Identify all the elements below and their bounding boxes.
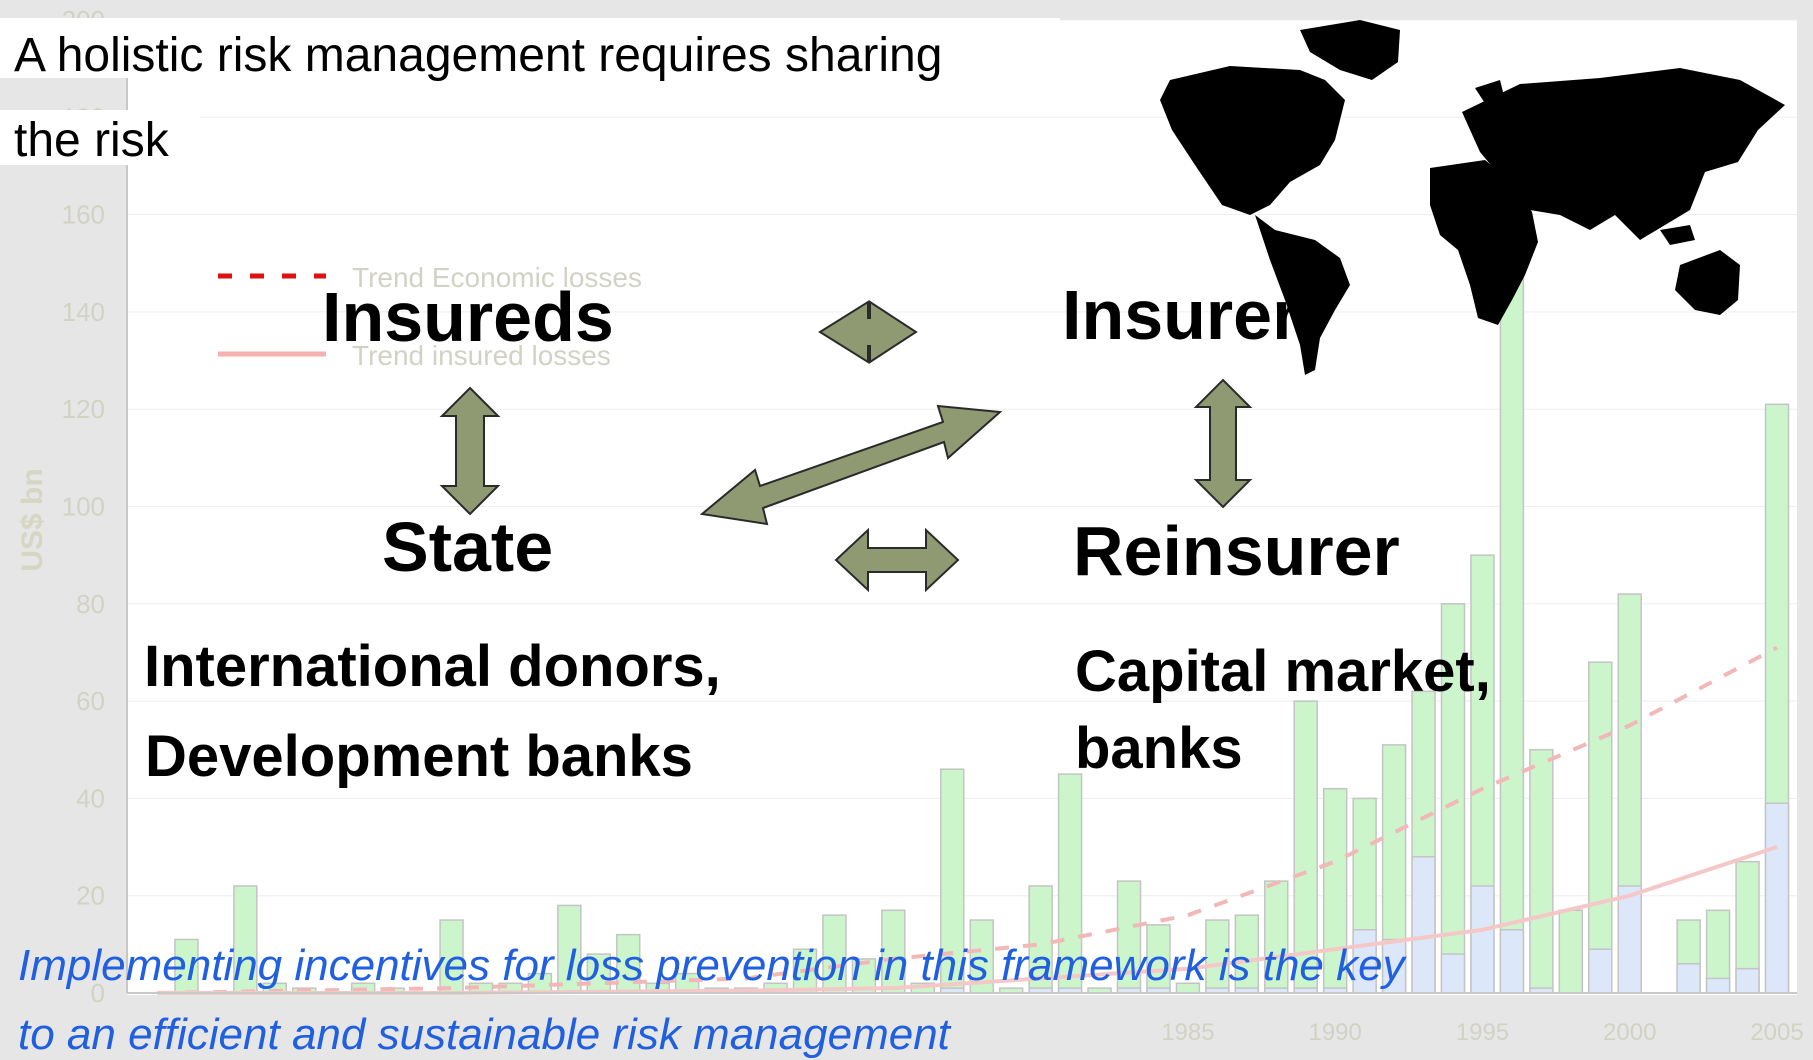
x-tick-label: 1985: [1161, 1019, 1214, 1046]
slide-title-line1: A holistic risk management requires shar…: [14, 29, 943, 82]
y-tick-label: 100: [62, 492, 105, 522]
bar-insured: [1411, 856, 1436, 994]
x-tick-label: 1990: [1308, 1019, 1361, 1046]
bar-economic: [1529, 749, 1554, 994]
y-tick-label: 40: [76, 783, 105, 813]
bar-insured: [1764, 802, 1790, 994]
y-tick-label: 20: [76, 881, 105, 911]
donors-line2: Development banks: [145, 724, 693, 789]
y-axis-label: US$ bn: [16, 468, 49, 571]
title-mask: [0, 18, 1060, 78]
bar-insured: [1499, 929, 1525, 994]
title-mask-2: [0, 110, 200, 165]
trend-lines: [156, 645, 1778, 995]
y-tick-label: 0: [91, 978, 105, 1008]
bar-insured: [1705, 977, 1731, 994]
y-tick-label: 120: [62, 394, 105, 424]
y-tick-label: 160: [62, 200, 105, 230]
donors-line1: International donors,: [144, 634, 721, 699]
axes: 0204060801001201401601802001985199019952…: [62, 5, 1804, 1046]
capital-line2: banks: [1075, 716, 1243, 781]
bar-insured: [1676, 963, 1701, 994]
slide-title-line2: the risk: [14, 114, 169, 167]
bar-insured: [1617, 885, 1642, 994]
capital-line1: Capital market,: [1075, 639, 1491, 704]
bar-economic: [1588, 661, 1613, 994]
x-tick-label: 2000: [1603, 1019, 1656, 1046]
trend-line-0: [156, 645, 1778, 995]
y-tick-label: 140: [62, 297, 105, 327]
footer-line1: Implementing incentives for loss prevent…: [18, 941, 1405, 990]
bar-insured: [1735, 967, 1760, 994]
state-label: State: [382, 508, 554, 586]
bar-insured: [1470, 885, 1495, 994]
bar-insured: [1440, 953, 1466, 994]
bar-insured: [1588, 948, 1613, 994]
bar-economic: [1499, 213, 1525, 994]
reinsurer-label: Reinsurer: [1073, 512, 1400, 590]
y-tick-label: 60: [76, 686, 105, 716]
insureds-label: Insureds: [322, 278, 614, 356]
legend-label: Trend Economic losses: [352, 262, 642, 293]
insurer-label: Insurer: [1062, 276, 1300, 354]
x-tick-label: 1995: [1456, 1019, 1509, 1046]
x-tick-label: 2005: [1750, 1019, 1803, 1046]
footer-line2: to an efficient and sustainable risk man…: [18, 1010, 950, 1059]
bar-economic: [1558, 909, 1584, 994]
y-tick-label: 80: [76, 589, 105, 619]
world-map-icon: [1160, 20, 1785, 375]
legend-label: Trend insured losses: [352, 340, 611, 371]
trend-line-1: [157, 845, 1778, 995]
